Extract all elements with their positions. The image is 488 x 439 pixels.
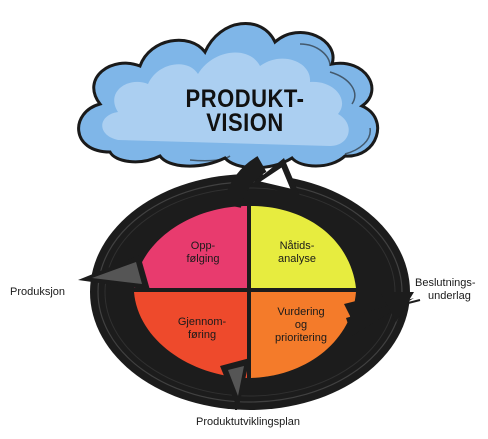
quadrant-top-left [134,206,247,288]
label-oppfolging: Opp- følging [186,240,220,265]
output-produksjon: Produksjon [10,286,66,298]
vision-title-line1: PRODUKT- [185,84,305,113]
label-gjennomforing: Gjennom- føring [177,316,227,341]
vision-title-line2: VISION [206,108,284,137]
arrow-produksjon [78,255,150,290]
output-beslutningsunderlag-line2: underlag [428,290,471,302]
arrow-produktutviklingsplan [220,358,250,411]
label-natidsanalyse: Nåtids- analyse [278,240,316,265]
cloud-highlight [102,52,349,146]
cloud [77,21,380,170]
quadrants [130,204,360,380]
arrow-to-vision [223,156,300,209]
quadrant-bottom-left [134,292,247,378]
quadrant-bottom-right [251,292,356,378]
output-produktutviklingsplan: Produktutviklingsplan [196,416,300,428]
output-beslutningsunderlag-line1: Beslutnings- [415,277,476,289]
quadrant-top-right [251,206,356,288]
ring-arrow-right [380,292,414,322]
label-vurdering: Vurdering og prioritering [275,306,327,344]
